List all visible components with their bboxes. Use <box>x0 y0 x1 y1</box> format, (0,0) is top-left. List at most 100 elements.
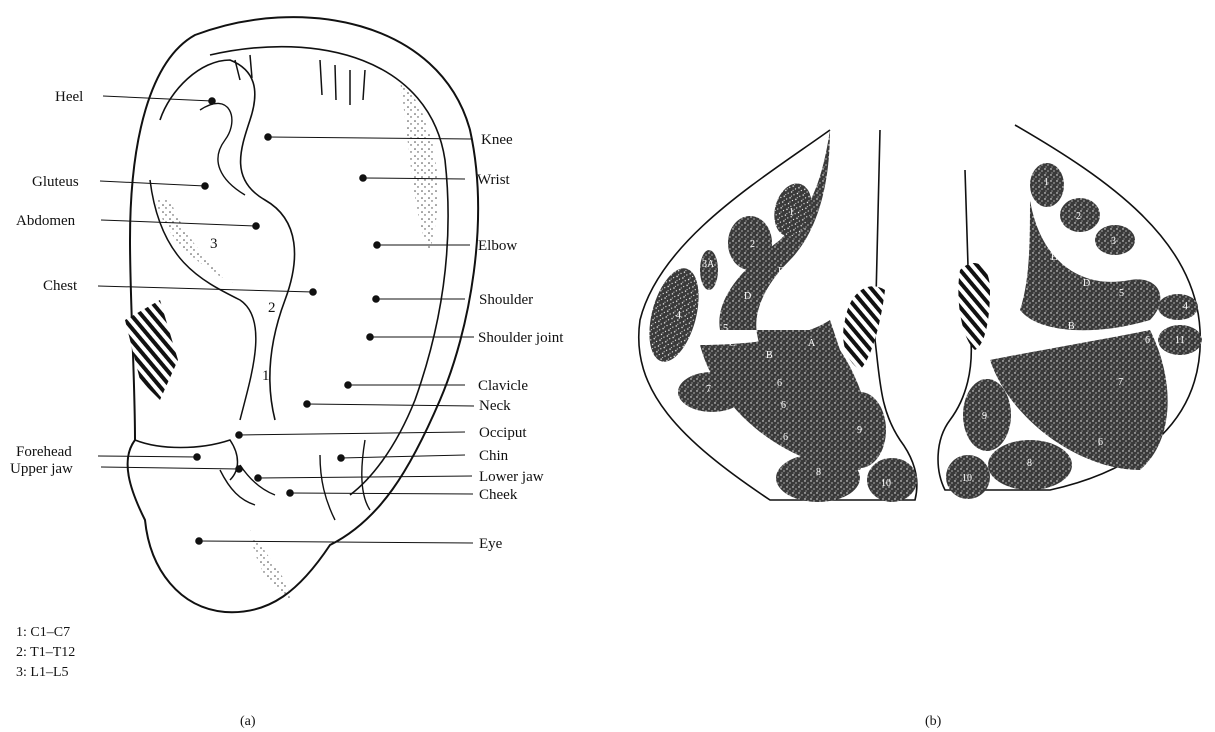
intertragic-notch <box>220 465 275 505</box>
label-chest: Chest <box>43 278 78 294</box>
right-region-9: 9 <box>982 411 987 422</box>
label-forehead: Forehead <box>16 444 72 460</box>
section-right-blob-7 <box>1070 358 1160 402</box>
point-heel <box>209 98 216 105</box>
key-line-3: 3: L1–L5 <box>16 665 69 680</box>
label-shoulder: Shoulder <box>479 292 533 308</box>
antitragus <box>320 440 370 520</box>
point-eye <box>196 538 203 545</box>
stipple-helix <box>400 80 438 250</box>
left-region-6c: 6 <box>783 432 788 443</box>
section-left-blob-7 <box>678 372 746 412</box>
point-occiput <box>236 432 243 439</box>
right-region-e: E <box>1051 252 1057 263</box>
point-elbow <box>374 242 381 249</box>
point-chest <box>310 289 317 296</box>
ear-outline <box>128 17 478 612</box>
point-clavicle <box>345 382 352 389</box>
antihelix-inner <box>200 103 245 195</box>
left-region-b: B <box>766 350 773 361</box>
label-abdomen: Abdomen <box>16 213 76 229</box>
point-neck <box>304 401 311 408</box>
right-region-11: 11 <box>1175 335 1185 346</box>
right-region-1: 1 <box>1044 177 1049 188</box>
label-wrist: Wrist <box>477 172 511 188</box>
right-region-c: C <box>1145 267 1152 278</box>
left-region-8: 8 <box>816 467 821 478</box>
left-region-c: C <box>729 338 736 349</box>
left-region-4: 4 <box>676 310 681 321</box>
label-neck: Neck <box>479 398 511 414</box>
right-region-6b: 6 <box>1098 437 1103 448</box>
section-left-blob-10 <box>867 458 917 502</box>
point-lower-jaw <box>255 475 262 482</box>
inline-number-2: 2 <box>268 300 276 316</box>
labels-right: Knee Wrist Elbow Shoulder Shoulder joint… <box>477 132 564 552</box>
point-chin <box>338 455 345 462</box>
label-upper-jaw: Upper jaw <box>10 461 73 477</box>
left-region-e: E <box>778 266 784 277</box>
point-wrist <box>360 175 367 182</box>
label-lower-jaw: Lower jaw <box>479 469 544 485</box>
left-region-5: 5 <box>723 323 728 334</box>
section-right <box>938 125 1202 499</box>
hatched-attachment <box>125 300 178 400</box>
right-region-2: 2 <box>1076 211 1081 222</box>
right-region-7: 7 <box>1118 377 1123 388</box>
right-region-5: 5 <box>1119 288 1124 299</box>
label-shoulder-joint: Shoulder joint <box>478 330 564 346</box>
label-elbow: Elbow <box>478 238 517 254</box>
label-occiput: Occiput <box>479 425 527 441</box>
right-region-4: 4 <box>1183 301 1188 312</box>
label-clavicle: Clavicle <box>478 378 528 394</box>
left-region-3a: 3A <box>702 259 715 270</box>
label-chin: Chin <box>479 448 509 464</box>
point-shoulder-joint <box>367 334 374 341</box>
caption-b: (b) <box>925 714 942 729</box>
label-heel: Heel <box>55 89 83 105</box>
point-gluteus <box>202 183 209 190</box>
right-region-10: 10 <box>962 473 972 484</box>
point-abdomen <box>253 223 260 230</box>
section-left-blob-4 <box>640 263 707 367</box>
right-region-a: A <box>1023 318 1031 329</box>
left-region-6b: 6 <box>781 400 786 411</box>
left-region-2: 2 <box>750 239 755 250</box>
key-line-1: 1: C1–C7 <box>16 625 70 640</box>
left-region-a: A <box>808 338 816 349</box>
section-left-hatch <box>843 286 885 370</box>
section-right-hatch <box>958 263 990 350</box>
inline-numbers: 1 2 3 <box>210 236 276 384</box>
label-gluteus: Gluteus <box>32 174 79 190</box>
labels-left: Heel Gluteus Abdomen Chest Forehead Uppe… <box>10 89 83 477</box>
label-knee: Knee <box>481 132 513 148</box>
right-region-6a: 6 <box>1145 335 1150 346</box>
point-cheek <box>287 490 294 497</box>
right-region-b: B <box>1068 321 1075 332</box>
section-right-blob-4 <box>1158 294 1198 320</box>
left-region-7: 7 <box>706 384 711 395</box>
left-region-1: 1 <box>789 207 794 218</box>
stipple-lobe <box>250 530 290 600</box>
point-forehead <box>194 454 201 461</box>
point-shoulder <box>373 296 380 303</box>
left-region-d: D <box>744 291 751 302</box>
right-region-3: 3 <box>1111 236 1116 247</box>
label-eye: Eye <box>479 536 503 552</box>
left-region-6a: 6 <box>777 378 782 389</box>
inline-number-3: 3 <box>210 236 218 252</box>
section-left-blob-3a <box>700 250 718 290</box>
point-knee <box>265 134 272 141</box>
point-upper-jaw <box>236 466 243 473</box>
key-line-2: 2: T1–T12 <box>16 645 75 660</box>
ear-diagram <box>125 17 478 612</box>
inline-number-1: 1 <box>262 368 270 384</box>
caption-a: (a) <box>240 714 256 729</box>
right-region-8: 8 <box>1027 458 1032 469</box>
legend-key: 1: C1–C7 2: T1–T12 3: L1–L5 <box>16 625 75 680</box>
label-cheek: Cheek <box>479 487 518 503</box>
left-region-9: 9 <box>857 425 862 436</box>
right-region-d: D <box>1083 278 1090 289</box>
left-region-10: 10 <box>881 478 891 489</box>
